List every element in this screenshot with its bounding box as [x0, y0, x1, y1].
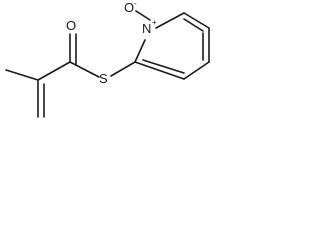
- nitrogen-label: N: [142, 21, 151, 36]
- methyl-bond: [5, 69, 39, 81]
- vinyl-carbon-to-carbonyl-bond: [37, 61, 71, 81]
- n-oxide-bond: [135, 10, 151, 21]
- ring-bond-c4-c3: [183, 61, 210, 80]
- sulfur-label: S: [99, 71, 108, 86]
- carbonyl-oxygen-label: O: [66, 18, 76, 33]
- oxygen-charge-label: -: [134, 0, 137, 8]
- ring-inner-bond-a: [183, 18, 204, 32]
- n-oxide-oxygen-label: O: [124, 0, 134, 15]
- ring-bond-c2-n: [134, 39, 146, 63]
- ring-bond-c6-c5: [183, 12, 210, 29]
- methacryl-group: [5, 33, 100, 118]
- chemical-structure: O S N + O -: [5, 0, 210, 118]
- sulfur-to-ring-bond: [110, 61, 136, 77]
- ring-inner-bond-b: [142, 59, 185, 74]
- ring-bond-c3-c2: [134, 61, 185, 80]
- nitrogen-charge-label: +: [152, 18, 157, 27]
- ring-bond-n-c6: [155, 12, 185, 29]
- carbonyl-to-sulfur-bond: [69, 61, 100, 78]
- pyridine-n-oxide-ring: [134, 10, 210, 80]
